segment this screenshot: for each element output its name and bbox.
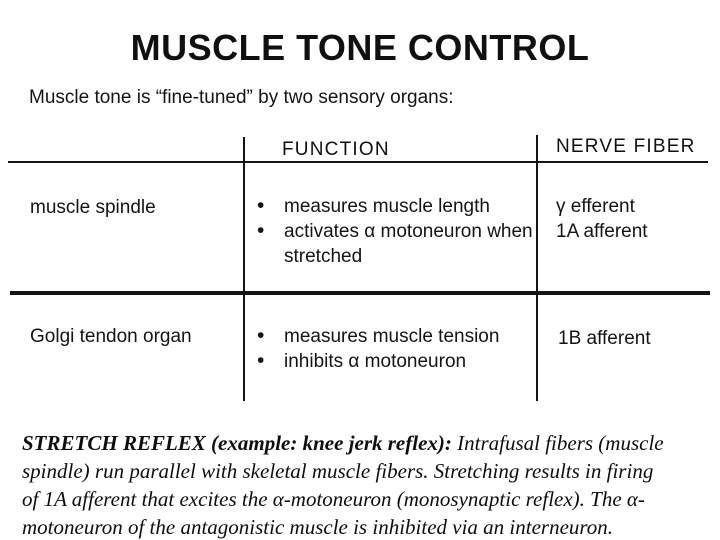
row-fibers-muscle-spindle: γ efferent 1A afferent: [556, 194, 648, 244]
table-header-rule: [8, 161, 708, 163]
fiber-item: 1A afferent: [556, 221, 648, 242]
function-item: measures muscle tension: [254, 323, 534, 349]
table-row-divider-rule: [10, 291, 710, 295]
table-vertical-rule-right: [536, 135, 538, 401]
function-item: activates α motoneuron when stretched: [254, 218, 534, 269]
note-lead-bold: STRETCH REFLEX (example: knee jerk refle…: [22, 431, 452, 455]
note-line-rest: Intrafusal fibers (muscle: [451, 431, 664, 455]
table-vertical-rule-left: [243, 137, 245, 401]
note-line: spindle) run parallel with skeletal musc…: [22, 459, 654, 483]
note-line: STRETCH REFLEX (example: knee jerk refle…: [22, 429, 714, 457]
page-title: MUSCLE TONE CONTROL: [130, 27, 590, 68]
function-item: measures muscle length: [254, 193, 534, 219]
column-header-nerve-fiber: NERVE FIBER: [556, 136, 696, 157]
row-organ-muscle-spindle: muscle spindle: [30, 197, 156, 218]
stretch-reflex-note: STRETCH REFLEX (example: knee jerk refle…: [22, 429, 714, 540]
function-item: inhibits α motoneuron: [254, 348, 534, 374]
note-line: of 1A afferent that excites the α-motone…: [22, 487, 645, 511]
row-functions-golgi-tendon: measures muscle tension inhibits α moton…: [254, 323, 534, 374]
row-fibers-golgi-tendon: 1B afferent: [558, 326, 651, 351]
column-header-function: FUNCTION: [282, 139, 390, 160]
row-organ-golgi-tendon: Golgi tendon organ: [30, 326, 192, 347]
fiber-item: γ efferent: [556, 196, 635, 217]
row-functions-muscle-spindle: measures muscle length activates α moton…: [254, 193, 534, 269]
subtitle: Muscle tone is “fine-tuned” by two senso…: [29, 87, 454, 108]
note-line: motoneuron of the antagonistic muscle is…: [22, 515, 614, 539]
fiber-item: 1B afferent: [558, 328, 651, 349]
